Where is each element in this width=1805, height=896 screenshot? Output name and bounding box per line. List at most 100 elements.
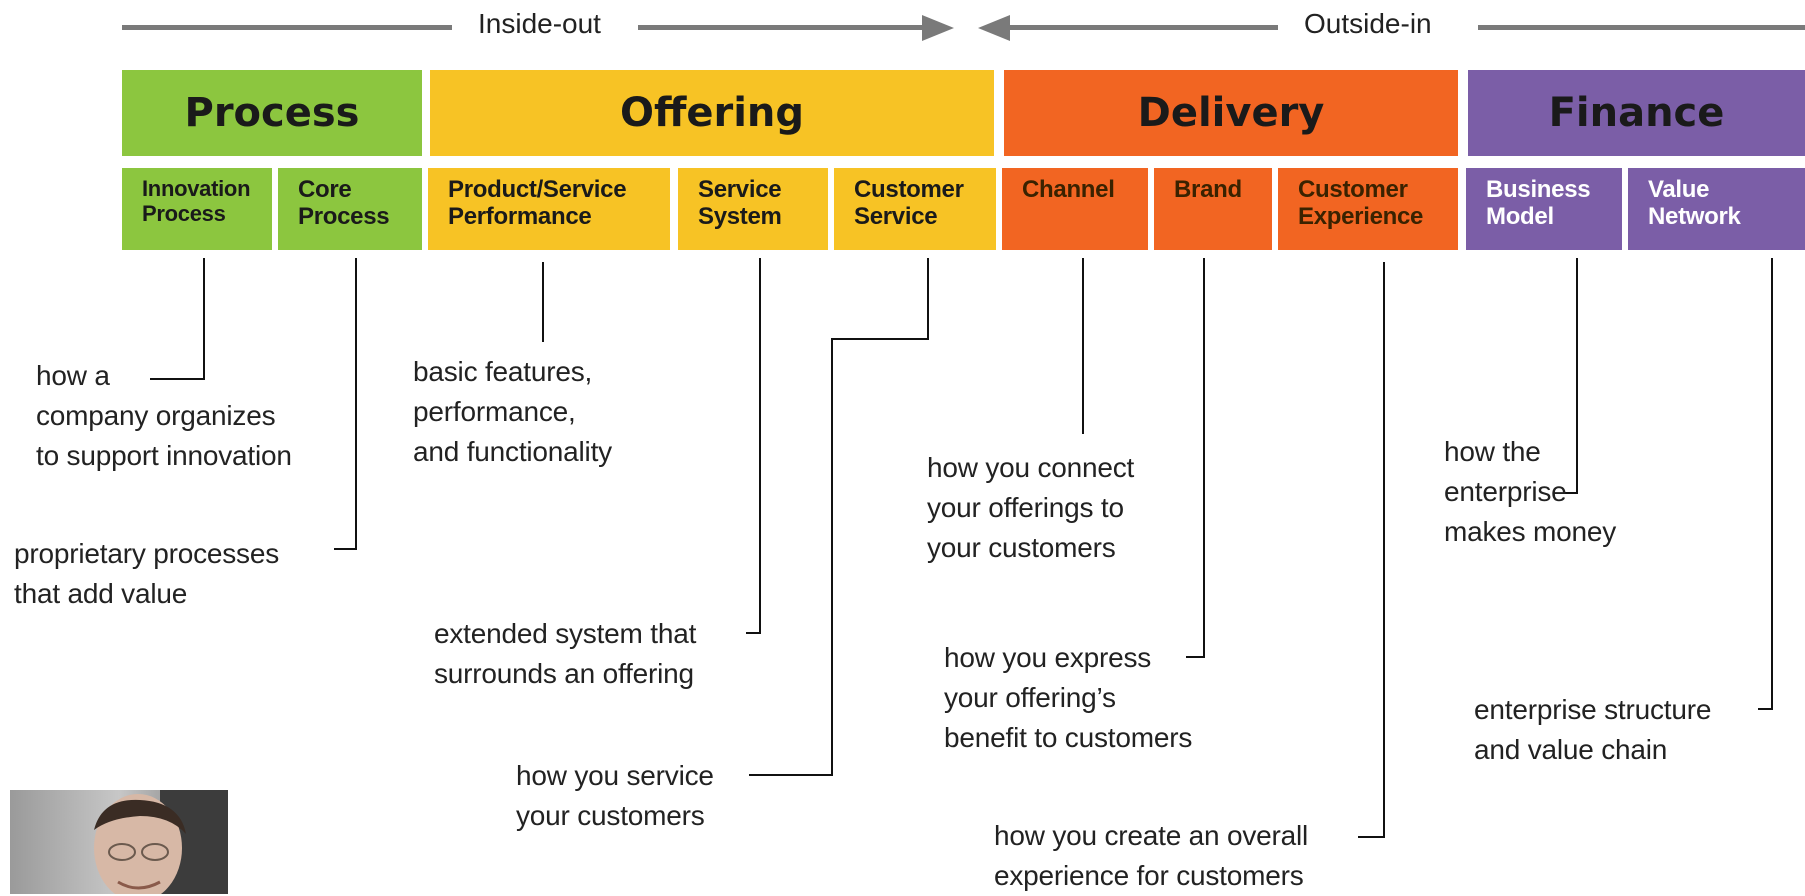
desc-brand: how you express your offering’s benefit …: [944, 638, 1192, 758]
desc-product-performance-l2: performance,: [413, 396, 576, 427]
connector-core-process: [355, 258, 357, 550]
category-offering: Offering: [430, 70, 994, 156]
sub-customer-service: Customer Service: [834, 168, 996, 250]
desc-channel-l3: your customers: [927, 532, 1116, 563]
connector-customer-service-h1: [831, 338, 929, 340]
inside-out-line-left: [122, 25, 452, 30]
desc-service-system: extended system that surrounds an offeri…: [434, 614, 696, 694]
sub-customer-service-line2: Service: [854, 203, 938, 230]
sub-business-model: Business Model: [1466, 168, 1622, 250]
desc-core-process-l1: proprietary processes: [14, 538, 280, 569]
sub-product-service-performance-line1: Product/Service: [448, 176, 627, 203]
sub-core-process: Core Process: [278, 168, 422, 250]
connector-product-performance: [542, 262, 544, 342]
sub-customer-service-line1: Customer: [854, 176, 964, 203]
sub-core-process-line1: Core: [298, 176, 352, 203]
sub-channel: Channel: [1002, 168, 1148, 250]
desc-service-system-l2: surrounds an offering: [434, 658, 694, 689]
category-offering-label: Offering: [619, 90, 805, 136]
desc-customer-service: how you service your customers: [516, 756, 714, 836]
sub-brand: Brand: [1154, 168, 1272, 250]
connector-brand: [1203, 258, 1205, 658]
connector-business-model-h: [1564, 492, 1578, 494]
sub-value-network: Value Network: [1628, 168, 1805, 250]
desc-customer-experience-l1: how you create an overall: [994, 820, 1309, 851]
category-delivery-label: Delivery: [1137, 90, 1325, 136]
connector-business-model: [1576, 258, 1578, 494]
desc-business-model-l2: enterprise: [1444, 476, 1567, 507]
desc-value-network-l1: enterprise structure: [1474, 694, 1712, 725]
sub-business-model-line2: Model: [1486, 203, 1554, 230]
sub-value-network-line1: Value: [1648, 176, 1710, 203]
sub-business-model-line1: Business: [1486, 176, 1591, 203]
connector-core-process-h: [334, 548, 357, 550]
desc-customer-service-l2: your customers: [516, 800, 705, 831]
sub-service-system-line2: System: [698, 203, 782, 230]
connector-customer-experience-h: [1358, 836, 1385, 838]
sub-service-system: Service System: [678, 168, 828, 250]
sub-innovation-process-line1: Innovation: [142, 176, 251, 201]
desc-customer-experience-l2: experience for customers: [994, 860, 1304, 891]
portrait-photo: [10, 790, 228, 894]
connector-customer-service-h2: [749, 774, 833, 776]
category-finance-label: Finance: [1548, 90, 1725, 136]
connector-innovation-process-h: [150, 378, 205, 380]
desc-channel: how you connect your offerings to your c…: [927, 448, 1134, 568]
category-process: Process: [122, 70, 422, 156]
sub-customer-experience: Customer Experience: [1278, 168, 1458, 250]
desc-innovation-process-l3: to support innovation: [36, 440, 292, 471]
outside-in-label: Outside-in: [1304, 8, 1432, 39]
desc-innovation-process-l2: company organizes: [36, 400, 276, 431]
connector-value-network: [1771, 258, 1773, 710]
desc-channel-l1: how you connect: [927, 452, 1135, 483]
sub-service-system-line1: Service: [698, 176, 782, 203]
inside-out-line-right: [638, 25, 928, 30]
desc-customer-service-l1: how you service: [516, 760, 714, 791]
connector-service-system: [759, 258, 761, 634]
desc-customer-experience: how you create an overall experience for…: [994, 816, 1308, 896]
connector-customer-experience: [1383, 262, 1385, 838]
desc-brand-l2: your offering’s: [944, 682, 1116, 713]
category-delivery: Delivery: [1004, 70, 1458, 156]
sub-innovation-process-line2: Process: [142, 201, 226, 226]
connector-brand-h: [1186, 656, 1205, 658]
sub-value-network-line2: Network: [1648, 203, 1741, 230]
desc-channel-l2: your offerings to: [927, 492, 1124, 523]
desc-core-process: proprietary processes that add value: [14, 534, 279, 614]
category-finance: Finance: [1468, 70, 1805, 156]
desc-service-system-l1: extended system that: [434, 618, 697, 649]
connector-customer-service: [927, 258, 929, 340]
outside-in-line-left: [1008, 25, 1278, 30]
sub-product-service-performance: Product/Service Performance: [428, 168, 670, 250]
connector-customer-service-v2: [831, 338, 833, 776]
sub-brand-line1: Brand: [1174, 176, 1242, 203]
sub-channel-line1: Channel: [1022, 176, 1115, 203]
sub-customer-experience-line1: Customer: [1298, 176, 1408, 203]
inside-out-label: Inside-out: [478, 8, 601, 39]
desc-value-network-l2: and value chain: [1474, 734, 1668, 765]
desc-core-process-l2: that add value: [14, 578, 188, 609]
outside-in-line-right: [1478, 25, 1805, 30]
sub-customer-experience-line2: Experience: [1298, 203, 1424, 230]
sub-core-process-line2: Process: [298, 203, 390, 230]
connector-channel: [1082, 258, 1084, 434]
desc-business-model-l1: how the: [1444, 436, 1541, 467]
desc-business-model-l3: makes money: [1444, 516, 1617, 547]
arrow-right-icon: [922, 15, 954, 41]
desc-innovation-process-l1: how a: [36, 360, 110, 391]
arrow-left-icon: [978, 15, 1010, 41]
desc-product-performance-l1: basic features,: [413, 356, 593, 387]
sub-innovation-process: Innovation Process: [122, 168, 272, 250]
connector-value-network-h: [1758, 708, 1773, 710]
desc-value-network: enterprise structure and value chain: [1474, 690, 1711, 770]
connector-innovation-process: [203, 258, 205, 380]
category-process-label: Process: [184, 90, 360, 136]
desc-product-performance: basic features, performance, and functio…: [413, 352, 612, 472]
desc-brand-l3: benefit to customers: [944, 722, 1193, 753]
desc-business-model: how the enterprise makes money: [1444, 432, 1616, 552]
connector-service-system-h: [746, 632, 761, 634]
desc-product-performance-l3: and functionality: [413, 436, 612, 467]
sub-product-service-performance-line2: Performance: [448, 203, 592, 230]
desc-brand-l1: how you express: [944, 642, 1152, 673]
desc-innovation-process: how a company organizes to support innov…: [36, 356, 292, 476]
